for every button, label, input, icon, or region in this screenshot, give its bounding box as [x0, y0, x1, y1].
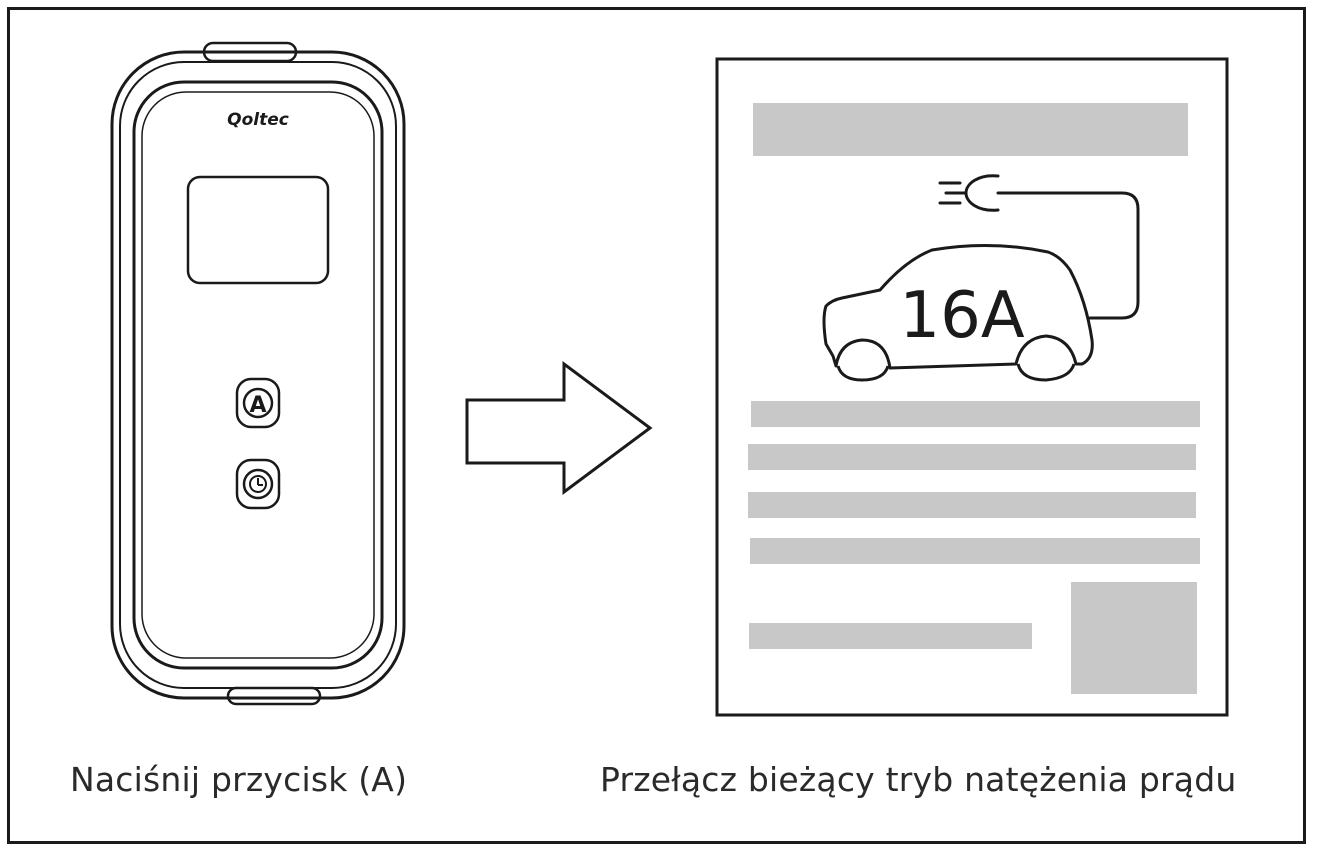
car-wheels — [836, 363, 1076, 382]
charger-outer-shell — [110, 50, 406, 700]
car-icon — [822, 243, 1094, 370]
screen-footer-block — [1071, 582, 1197, 694]
charger-logo: Qoltec — [227, 110, 289, 130]
charger-mid-shell — [119, 61, 397, 689]
charger-face-panel — [141, 91, 375, 659]
screen-line-3 — [748, 492, 1196, 518]
screen-header-bar — [753, 103, 1188, 156]
screen-line-1 — [751, 401, 1200, 427]
wallbox-charger: A — [110, 41, 406, 706]
screen-line-2 — [748, 444, 1196, 470]
current-value: 16A — [899, 279, 1024, 353]
caption-switch-mode: Przełącz bieżący tryb natężenia prądu — [600, 760, 1237, 799]
charger-bottom-cap — [226, 686, 322, 706]
charger-display-window — [186, 175, 330, 285]
screen-footer-line — [749, 623, 1032, 649]
charger-screen: 16A — [715, 57, 1229, 717]
button-a-label: A — [249, 393, 266, 418]
caption-press-button: Naciśnij przycisk (A) — [70, 760, 408, 799]
charger-button-timer[interactable] — [235, 458, 281, 510]
right-arrow-icon — [465, 361, 653, 495]
charger-inner-face — [132, 80, 384, 670]
charger-button-a[interactable]: A — [235, 377, 281, 429]
clock-icon — [249, 475, 267, 493]
plug-icon — [938, 174, 1140, 320]
screen-line-4 — [750, 538, 1200, 564]
